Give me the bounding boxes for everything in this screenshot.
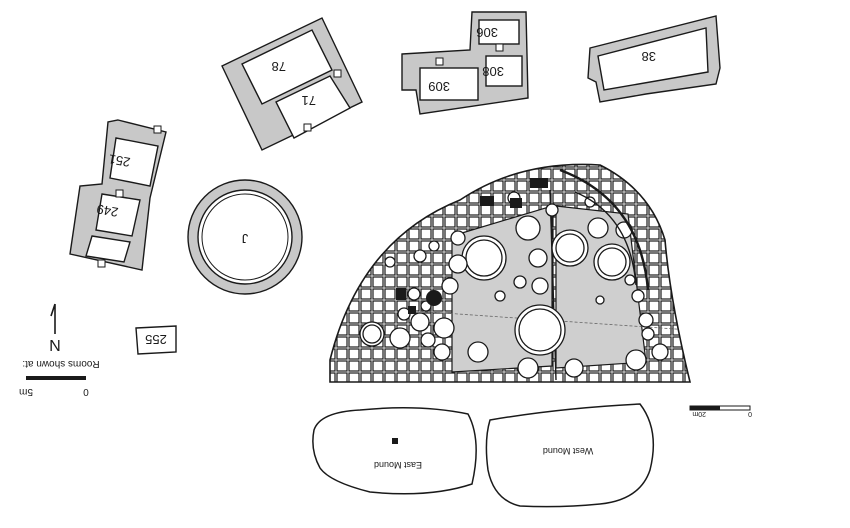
room-group-251-249: 251 249 bbox=[69, 119, 167, 271]
room-78-label: 78 bbox=[272, 59, 286, 74]
room-group-78-71: 78 71 bbox=[221, 17, 363, 151]
room-309-label: 309 bbox=[428, 79, 450, 94]
room-308-label: 308 bbox=[482, 64, 504, 79]
west-mound: West Mound bbox=[485, 403, 655, 508]
east-mound-label: East Mound bbox=[374, 460, 422, 470]
plan-scale-zero-label: 0 bbox=[748, 410, 752, 417]
room-249-label: 249 bbox=[95, 201, 119, 220]
east-mound-marker bbox=[392, 438, 398, 444]
west-mound-label: West Mound bbox=[543, 446, 593, 456]
scale-bar-5m bbox=[26, 376, 86, 380]
room-255: 255 bbox=[135, 325, 177, 355]
scale-zero-label: 0 bbox=[83, 386, 89, 397]
north-label: N bbox=[49, 336, 61, 353]
plan-scale-20m-label: 20m bbox=[692, 410, 706, 417]
room-255-label: 255 bbox=[145, 332, 167, 347]
room-38-label: 38 bbox=[642, 49, 656, 64]
legend: N Rooms shown at: 0 5m bbox=[19, 303, 100, 397]
plan-scale: 0 20m bbox=[689, 405, 752, 417]
room-306-label: 306 bbox=[476, 25, 498, 40]
east-mound: East Mound bbox=[312, 407, 477, 495]
north-arrow-icon bbox=[50, 303, 56, 334]
scale-5m-label: 5m bbox=[19, 386, 33, 397]
main-site-plan bbox=[329, 163, 692, 383]
room-group-38: 38 bbox=[587, 15, 721, 103]
round-building-j: J bbox=[187, 179, 303, 295]
room-group-306-309: 306 308 309 bbox=[401, 11, 529, 115]
room-251-label: 251 bbox=[107, 151, 131, 170]
rooms-shown-at-label: Rooms shown at: bbox=[22, 358, 99, 369]
room-71-label: 71 bbox=[302, 93, 316, 108]
room-j-label: J bbox=[242, 231, 249, 246]
